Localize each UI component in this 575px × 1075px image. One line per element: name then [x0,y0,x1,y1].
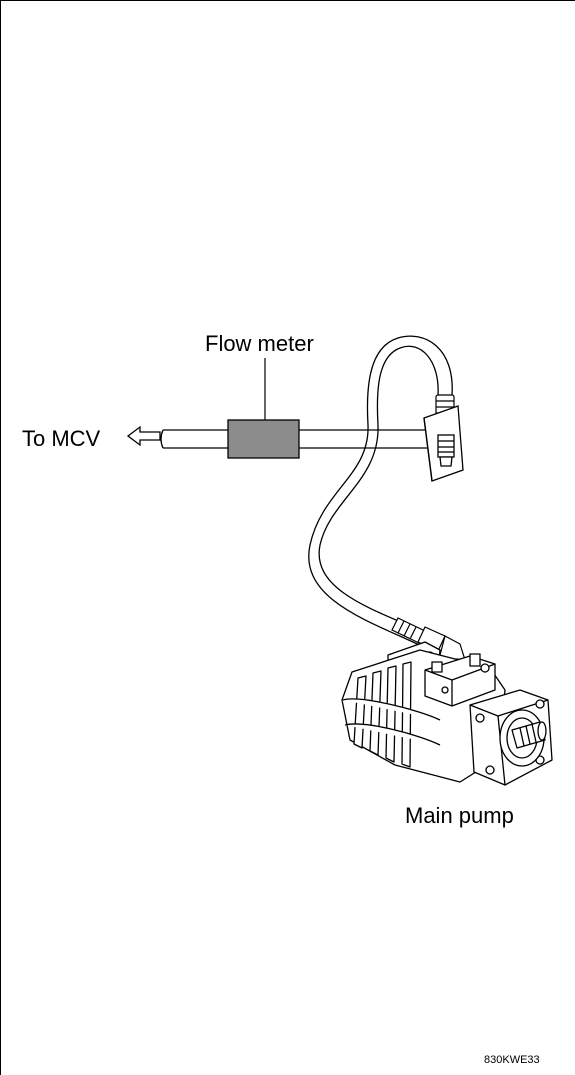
main-pump-label: Main pump [405,803,514,828]
main-pump [341,641,553,786]
to-mcv-label: To MCV [22,426,101,451]
pipe-left-segment [160,429,228,449]
direction-arrow-icon [126,425,161,447]
figure-code: 830KWE33 [484,1054,540,1066]
connection-block [423,405,464,482]
pipe-right-segment [299,429,433,449]
flow-meter-body [227,419,300,459]
flow-meter-label: Flow meter [205,331,314,356]
hose [308,335,453,649]
